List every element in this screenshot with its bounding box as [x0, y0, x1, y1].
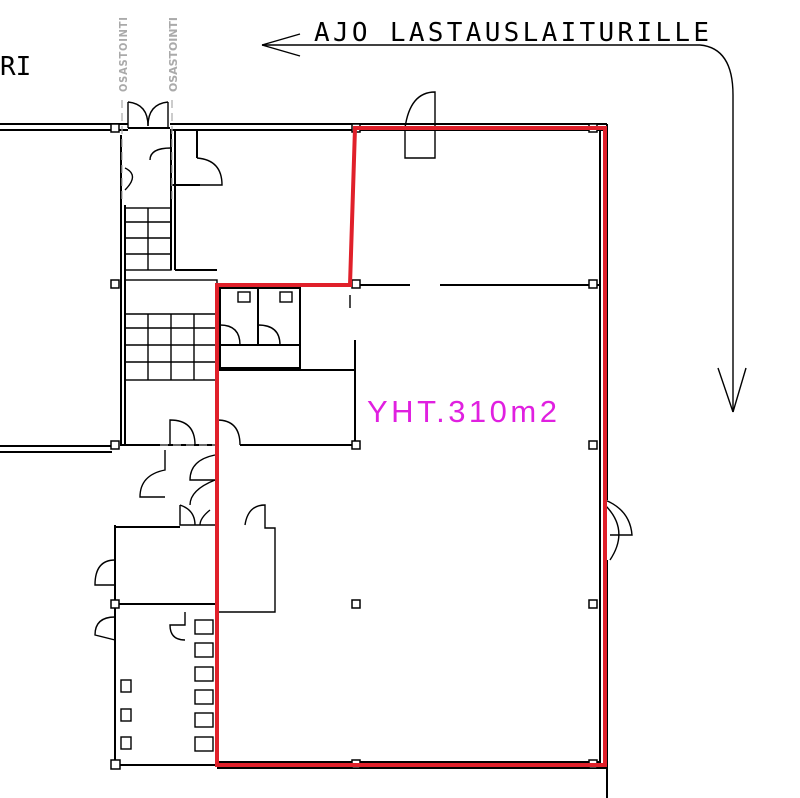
section-label-2: OSASTOINTI [167, 17, 180, 92]
direction-label: AJO LASTAUSLAITURILLE [314, 18, 709, 48]
partition [349, 284, 600, 308]
wc-rooms [217, 287, 356, 446]
area-label: YHT.310m2 [367, 394, 557, 429]
direction-arrow [261, 33, 747, 413]
entrance-door [127, 101, 169, 128]
rental-area-outline [215, 126, 607, 767]
left-edge-label: RI [0, 52, 31, 82]
corridor-walls [0, 130, 217, 453]
urinals [194, 619, 214, 752]
hall-walls [217, 124, 608, 798]
section-label-1: OSASTOINTI [117, 17, 130, 92]
lower-rooms [114, 525, 217, 766]
stairs [124, 207, 218, 381]
doors [94, 91, 633, 641]
